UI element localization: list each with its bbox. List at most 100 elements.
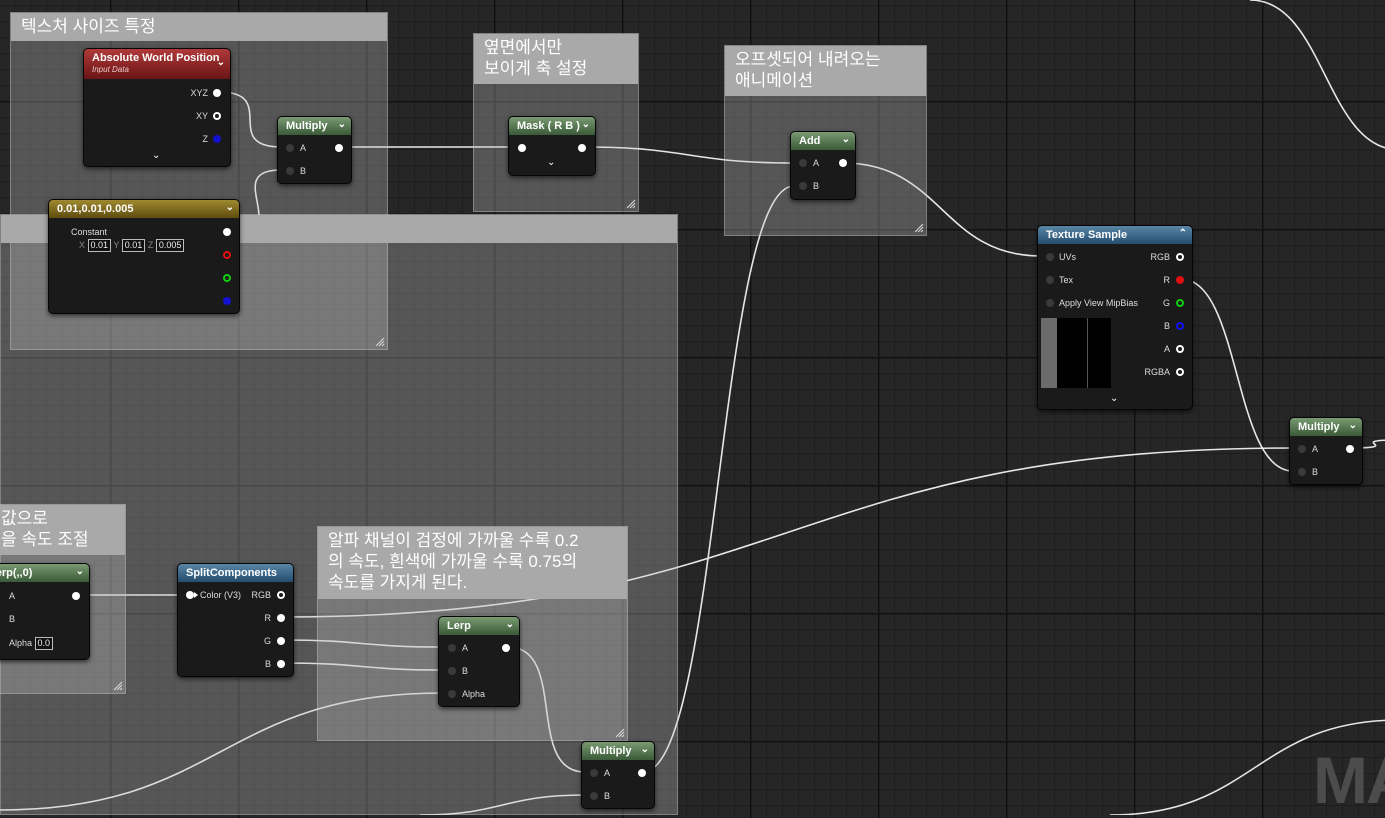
- output-pin-rgb[interactable]: [277, 591, 285, 599]
- output-pin-xy[interactable]: [213, 112, 221, 120]
- chevron-down-icon[interactable]: ⌄: [1348, 420, 1357, 431]
- node-header[interactable]: Mask ( R B ) ⌄: [509, 117, 595, 135]
- input-pin-alpha[interactable]: [448, 690, 456, 698]
- texture-sample-node[interactable]: Texture Sample ⌃ UVs Tex Apply View MipB…: [1037, 225, 1193, 410]
- output-pin-rgb[interactable]: [1176, 253, 1184, 261]
- split-components-node[interactable]: SplitComponents Color (V3) RGB R G B: [177, 563, 294, 677]
- chevron-down-icon[interactable]: ⌄: [547, 157, 556, 168]
- node-header[interactable]: Multiply ⌄: [278, 117, 351, 135]
- connection-wire[interactable]: [0, 692, 443, 811]
- comment-title[interactable]: 알파 채널이 검정에 가까울 수록 0.2 의 속도, 흰색에 가까울 수록 0…: [318, 527, 627, 599]
- output-pin-a[interactable]: [1176, 345, 1184, 353]
- node-header[interactable]: Multiply ⌄: [1290, 418, 1362, 436]
- output-pin[interactable]: [839, 159, 847, 167]
- output-pin[interactable]: [223, 228, 231, 236]
- constant-y-field[interactable]: 0.01: [121, 239, 146, 252]
- output-pin[interactable]: [578, 144, 586, 152]
- input-pin-a[interactable]: [448, 644, 456, 652]
- chevron-down-icon[interactable]: ⌄: [225, 202, 234, 213]
- output-pin-r[interactable]: [223, 251, 231, 259]
- comment-resize-handle[interactable]: [914, 223, 924, 233]
- comment-title[interactable]: 텍스처 사이즈 특정: [11, 13, 387, 41]
- output-pin-b[interactable]: [277, 660, 285, 668]
- chevron-down-icon[interactable]: ⌄: [216, 57, 225, 68]
- input-pin[interactable]: [518, 144, 526, 152]
- output-pin-r[interactable]: [1176, 276, 1184, 284]
- node-header[interactable]: Lerp ⌄: [439, 617, 519, 635]
- output-pin-g[interactable]: [277, 637, 285, 645]
- chevron-down-icon[interactable]: ⌄: [1110, 393, 1119, 404]
- chevron-down-icon[interactable]: ⌄: [505, 619, 514, 630]
- output-pin-r[interactable]: [277, 614, 285, 622]
- connection-wire[interactable]: [1348, 439, 1385, 449]
- constant-z-field[interactable]: 0.005: [155, 239, 185, 252]
- chevron-up-icon[interactable]: ⌃: [1178, 228, 1187, 239]
- chevron-down-icon[interactable]: ⌄: [337, 119, 346, 130]
- output-pin[interactable]: [638, 769, 646, 777]
- lerp-node[interactable]: Lerp ⌄ A B Alpha: [438, 616, 520, 707]
- alpha-value-field[interactable]: 0.0: [34, 637, 54, 650]
- chevron-down-icon[interactable]: ⌄: [75, 566, 84, 577]
- connection-wire[interactable]: [281, 447, 1294, 618]
- connection-wire[interactable]: [842, 162, 1042, 257]
- input-pin-b[interactable]: [286, 167, 294, 175]
- input-pin-a[interactable]: [1298, 445, 1306, 453]
- chevron-down-icon[interactable]: ⌄: [581, 119, 590, 130]
- output-pin[interactable]: [502, 644, 510, 652]
- node-header[interactable]: SplitComponents: [178, 564, 293, 582]
- input-pin-b[interactable]: [799, 182, 807, 190]
- node-header[interactable]: Texture Sample ⌃: [1038, 226, 1192, 244]
- input-pin-a[interactable]: [799, 159, 807, 167]
- output-pin[interactable]: [335, 144, 343, 152]
- connection-wire[interactable]: [419, 794, 586, 815]
- output-pin[interactable]: [72, 592, 80, 600]
- connection-wire[interactable]: [281, 639, 443, 648]
- connection-wire[interactable]: [507, 646, 586, 773]
- node-header[interactable]: Absolute World Position Input Data ⌄: [84, 49, 230, 79]
- input-pin-b[interactable]: [1298, 468, 1306, 476]
- connection-wire[interactable]: [1249, 0, 1385, 150]
- output-pin-xyz[interactable]: [213, 89, 221, 97]
- connection-wire[interactable]: [1109, 719, 1385, 815]
- output-pin-g[interactable]: [223, 274, 231, 282]
- connection-wire[interactable]: [1180, 278, 1294, 472]
- chevron-down-icon[interactable]: ⌄: [841, 134, 850, 145]
- multiply-node[interactable]: Multiply ⌄ A B: [1289, 417, 1363, 485]
- mask-node[interactable]: Mask ( R B ) ⌄ ⌄: [508, 116, 596, 176]
- comment-resize-handle[interactable]: [626, 199, 636, 209]
- chevron-down-icon[interactable]: ⌄: [640, 744, 649, 755]
- node-header[interactable]: Add ⌄: [791, 132, 855, 150]
- constant-node[interactable]: 0.01,0.01,0.005 ⌄ Constant X 0.01 Y 0.01…: [48, 199, 240, 314]
- lerp-node[interactable]: Lerp(,,0) ⌄ A B Alpha 0.0: [0, 563, 90, 660]
- output-pin-g[interactable]: [1176, 299, 1184, 307]
- chevron-down-icon[interactable]: ⌄: [152, 150, 161, 161]
- node-header[interactable]: 0.01,0.01,0.005 ⌄: [49, 200, 239, 218]
- connection-wire[interactable]: [281, 662, 443, 671]
- comment-resize-handle[interactable]: [113, 681, 123, 691]
- absolute-world-position-node[interactable]: Absolute World Position Input Data ⌄ XYZ…: [83, 48, 231, 167]
- output-pin-b[interactable]: [223, 297, 231, 305]
- input-pin-mipbias[interactable]: [1046, 299, 1054, 307]
- output-pin-rgba[interactable]: [1176, 368, 1184, 376]
- comment-title[interactable]: 값으로 을 속도 조절: [0, 505, 125, 555]
- input-pin-a[interactable]: [286, 144, 294, 152]
- input-pin-b[interactable]: [448, 667, 456, 675]
- comment-title[interactable]: 오프셋되어 내려오는 애니메이션: [725, 46, 926, 96]
- comment-resize-handle[interactable]: [375, 337, 385, 347]
- comment-title[interactable]: 옆면에서만 보이게 축 설정: [474, 34, 638, 84]
- multiply-node[interactable]: Multiply ⌄ A B: [581, 741, 655, 809]
- input-pin-b[interactable]: [590, 792, 598, 800]
- output-pin[interactable]: [1346, 445, 1354, 453]
- input-pin-a[interactable]: [590, 769, 598, 777]
- output-pin-z[interactable]: [213, 135, 221, 143]
- input-pin-color[interactable]: [186, 591, 194, 599]
- output-pin-b[interactable]: [1176, 322, 1184, 330]
- comment-resize-handle[interactable]: [615, 728, 625, 738]
- node-header[interactable]: Multiply ⌄: [582, 742, 654, 760]
- multiply-node[interactable]: Multiply ⌄ A B: [277, 116, 352, 184]
- connection-wire[interactable]: [583, 146, 795, 164]
- constant-x-field[interactable]: 0.01: [87, 239, 112, 252]
- connection-wire[interactable]: [218, 91, 282, 148]
- connection-wire[interactable]: [642, 185, 795, 773]
- node-header[interactable]: Lerp(,,0) ⌄: [0, 564, 89, 582]
